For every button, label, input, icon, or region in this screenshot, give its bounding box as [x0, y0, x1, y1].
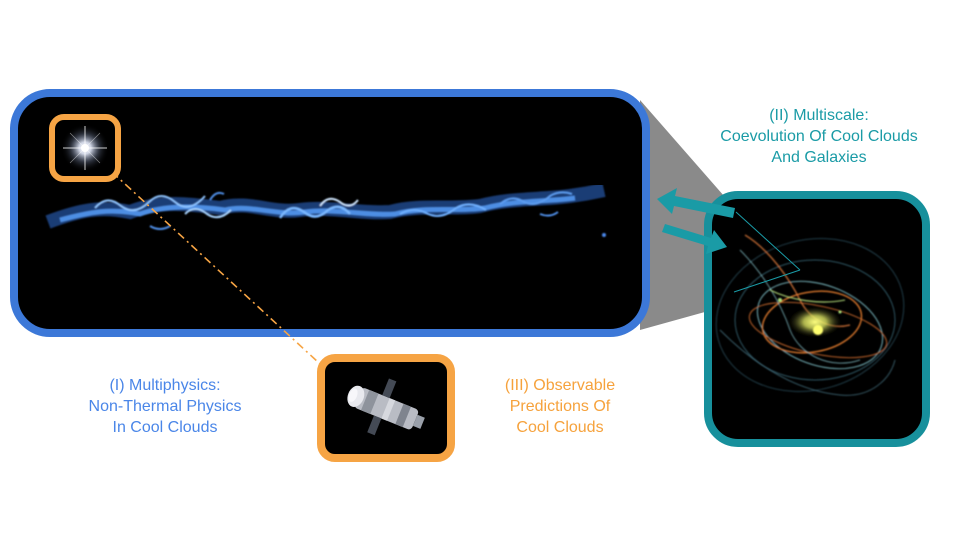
- bright-star-icon: [61, 124, 109, 172]
- star-inset: [49, 114, 121, 182]
- multiscale-line-2: Coevolution Of Cool Clouds: [720, 128, 918, 145]
- arrow-to-galaxy-icon: [662, 224, 727, 254]
- arrow-to-cloud-icon: [657, 188, 735, 218]
- galaxy-simulation-icon: [715, 234, 905, 396]
- space-telescope-icon: [347, 378, 425, 436]
- observable-line-2: Predictions Of: [509, 398, 611, 415]
- observable-label: (III) Observable Predictions Of Cool Clo…: [480, 375, 640, 438]
- multiphysics-line-2: Non-Thermal Physics: [88, 398, 242, 415]
- multiphysics-line-1: (I) Multiphysics:: [109, 377, 221, 394]
- cool-cloud-panel: [10, 89, 650, 337]
- galaxy-inset: [704, 191, 930, 447]
- observable-line-1: (III) Observable: [504, 377, 616, 394]
- multiscale-label: (II) Multiscale: Coevolution Of Cool Clo…: [694, 105, 944, 168]
- multiscale-line-3: And Galaxies: [771, 149, 867, 166]
- cloud-filament: [45, 183, 606, 237]
- star-to-telescope-connector: [111, 171, 333, 376]
- multiphysics-line-3: In Cool Clouds: [112, 419, 218, 436]
- coupling-arrows: [657, 188, 735, 254]
- multiphysics-label: (I) Multiphysics: Non-Thermal Physics In…: [60, 375, 270, 438]
- multiscale-line-1: (II) Multiscale:: [769, 107, 869, 124]
- observable-line-3: Cool Clouds: [516, 419, 604, 436]
- telescope-inset: [317, 354, 455, 462]
